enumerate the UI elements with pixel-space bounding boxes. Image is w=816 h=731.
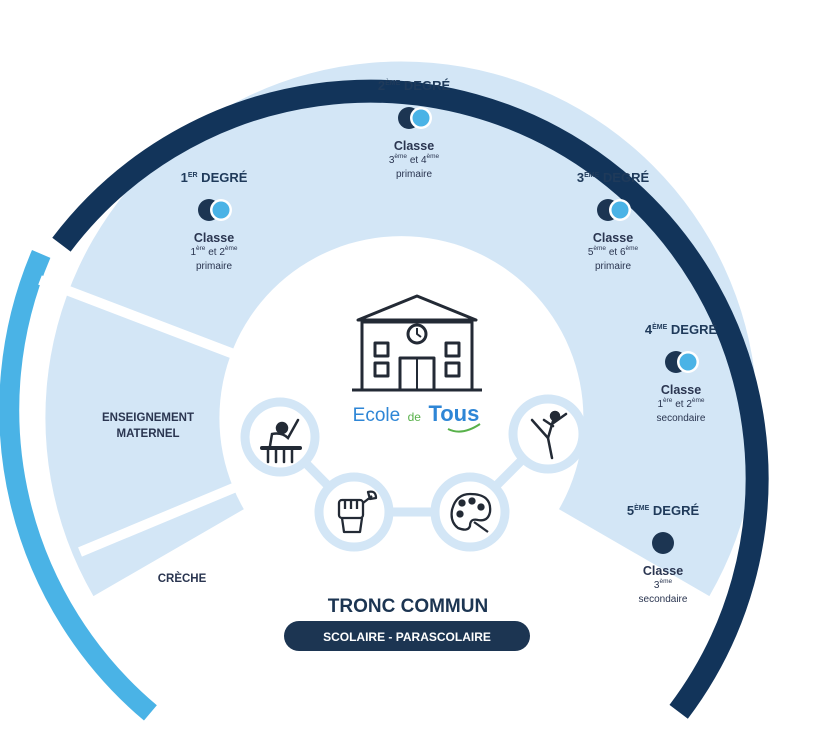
student-at-desk-icon <box>260 418 302 464</box>
class-year-b: et 2 <box>205 247 225 258</box>
logo-word-tous: Tous <box>428 401 479 426</box>
class-years-line: 1ère et 2ème <box>657 397 704 410</box>
degree-dot-light <box>611 201 629 219</box>
class-year-a-sup: ème <box>394 153 407 160</box>
class-label: Classe <box>394 139 434 153</box>
class-years-line: 3ème <box>654 578 673 591</box>
degree-superscript: ÈME <box>584 170 600 179</box>
fist-icon-ring <box>314 472 394 552</box>
school-building-icon <box>352 294 482 392</box>
class-year-a: 5 <box>588 247 594 258</box>
class-level-line: secondaire <box>639 594 688 605</box>
class-label: Classe <box>194 231 234 245</box>
class-year-b-sup: ème <box>692 397 705 404</box>
degree-heading: 5ÈME DEGRÉ <box>627 503 700 518</box>
degree-word: DEGRÉ <box>649 503 699 518</box>
class-years-line: 3ème et 4ème <box>389 153 440 166</box>
class-level-line: primaire <box>595 261 632 272</box>
degree-number: 3 <box>577 170 584 185</box>
degree-number: 1 <box>181 170 188 185</box>
logo-text: Ecole de Tous <box>353 401 480 426</box>
logo-swoosh <box>447 423 481 433</box>
class-year-b-sup: ème <box>427 153 440 160</box>
degree-word: DEGRÉ <box>400 78 450 93</box>
class-year-a-sup: ème <box>593 245 606 252</box>
degree-superscript: ÈME <box>634 503 650 512</box>
fist-wrench-icon <box>337 490 378 534</box>
degree-dot-light <box>212 201 230 219</box>
degree-heading: 4ÈME DEGRÉ <box>645 322 718 337</box>
degree-superscript: ER <box>188 172 198 179</box>
logo-word-ecole: Ecole <box>353 405 401 426</box>
light-blue-outer-arc <box>0 250 157 721</box>
degree-heading: 2ÈME DEGRÉ <box>378 78 451 93</box>
degree-word: DEGRÉ <box>667 322 717 337</box>
class-year-b-sup: ème <box>225 245 238 252</box>
class-year-b: et 6 <box>606 247 626 258</box>
label-creche: CRÈCHE <box>158 572 207 585</box>
class-years-line: 1ère et 2ème <box>190 245 237 258</box>
scolaire-parascolaire-label: SCOLAIRE - PARASCOLAIRE <box>323 630 491 644</box>
degree-heading: 1ER DEGRÉ <box>181 170 248 185</box>
class-year-a-sup: ème <box>659 578 672 585</box>
scolaire-parascolaire-pill <box>284 621 530 651</box>
degree-superscript: ÈME <box>385 78 401 87</box>
degree-number: 4 <box>645 322 653 337</box>
student-icon-ring <box>240 397 320 477</box>
class-year-a: 1 <box>190 247 196 258</box>
class-year-b-sup: ème <box>626 245 639 252</box>
class-year-a-sup: ère <box>663 397 673 404</box>
degree-word: DEGRÉ <box>198 170 248 185</box>
class-year-a: 3 <box>389 155 395 166</box>
class-year-b: et 4 <box>407 155 427 166</box>
logo-word-de: de <box>408 410 422 424</box>
navy-outer-arc <box>52 79 769 719</box>
degree-number: 2 <box>378 78 385 93</box>
degree-superscript: ÈME <box>652 322 668 331</box>
class-year-a: 3 <box>654 580 660 591</box>
degree-dot-dark <box>652 532 674 554</box>
label-enseignement-maternel-line1: ENSEIGNEMENT <box>102 412 194 424</box>
degree-heading: 3ÈME DEGRÉ <box>577 170 650 185</box>
degree-number: 5 <box>627 503 634 518</box>
class-level-line: primaire <box>196 261 233 272</box>
tronc-commun-title: TRONC COMMUN <box>328 596 488 617</box>
degree-dot-light <box>679 353 697 371</box>
class-level-line: primaire <box>396 169 433 180</box>
palette-icon-ring <box>430 472 510 552</box>
degree-word: DEGRÉ <box>599 170 649 185</box>
class-label: Classe <box>643 564 683 578</box>
class-years-line: 5ème et 6ème <box>588 245 639 258</box>
class-year-a-sup: ère <box>196 245 206 252</box>
class-label: Classe <box>593 231 633 245</box>
degree-dot-light <box>412 109 430 127</box>
class-year-a: 1 <box>657 399 663 410</box>
label-enseignement-maternel-line2: MATERNEL <box>116 428 179 440</box>
dancer-icon <box>530 410 568 460</box>
class-year-b: et 2 <box>672 399 692 410</box>
paint-palette-icon <box>450 492 492 533</box>
class-level-line: secondaire <box>657 413 706 424</box>
class-label: Classe <box>661 383 701 397</box>
